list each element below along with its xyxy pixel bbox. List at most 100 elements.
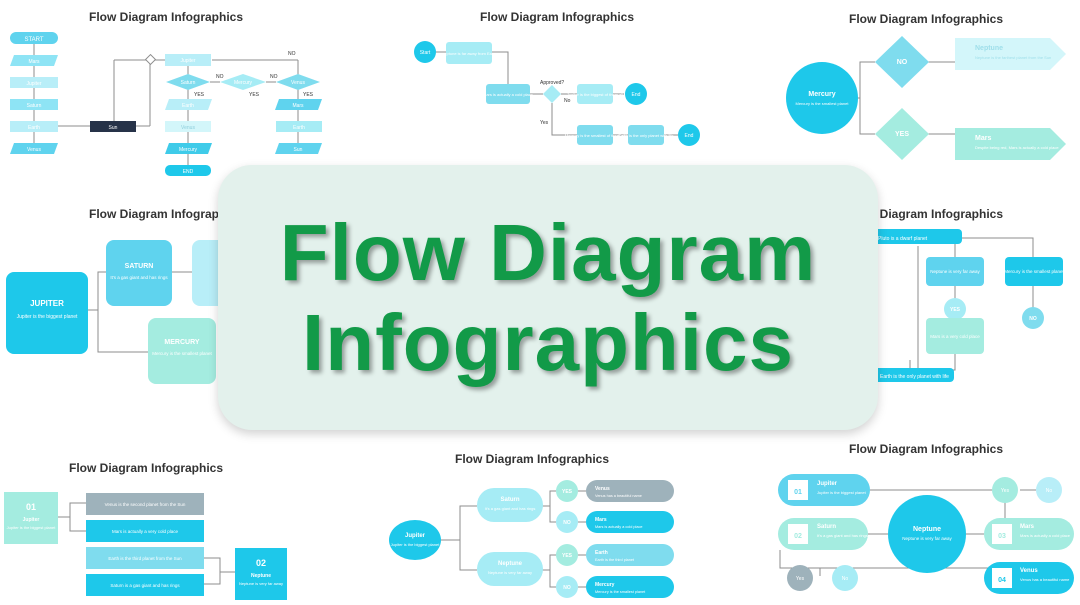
s7-venus-text: Venus has a beautiful name (595, 494, 642, 498)
s1-saturn-decision: Saturn (181, 80, 196, 86)
s8-neptune-title: Neptune (913, 526, 941, 533)
s1-mars2-label: Mars (292, 103, 304, 109)
slide-8: Flow Diagram Infographics 01 Jupiter Jup… (778, 442, 1074, 594)
s1-mercury2-label: Mercury (179, 147, 198, 153)
slide-8-title: Flow Diagram Infographics (849, 442, 1003, 456)
s6-n01: 01 (26, 502, 36, 512)
title-banner: Flow Diagram Infographics (218, 165, 878, 430)
s1-sun2-label: Sun (294, 147, 303, 153)
slide-4-title: Flow Diagram Infographics (89, 207, 243, 221)
s7-neptune-title: Neptune (498, 561, 523, 567)
s7-earth-title: Earth (595, 550, 608, 556)
s3-yes-label: YES (895, 131, 909, 138)
s2-mercury-text: Mercury is the smallest of them all (565, 133, 626, 138)
s8-saturn-text: It's a gas giant and has rings (817, 533, 868, 538)
slide-1-title: Flow Diagram Infographics (89, 10, 243, 24)
s8-jupiter-text: Jupiter is the biggest planet (817, 490, 867, 495)
s6-n02: 02 (256, 558, 266, 568)
s7-neptune-text: Neptune is very far away (488, 570, 532, 575)
s1-yes-label-3: YES (303, 92, 314, 98)
slide-3: Flow Diagram Infographics Mercury Mercur… (786, 12, 1066, 160)
s1-venus-decision: Venus (291, 80, 305, 86)
s6-neptune-text: Neptune is very far away (239, 581, 283, 586)
slide-1: Flow Diagram Infographics START Mars Jup… (10, 10, 322, 176)
s6-jupiter-title: Jupiter (23, 517, 40, 523)
s7-mars-title: Mars (595, 517, 607, 523)
s3-mars-text: Despite being red, Mars is actually a co… (975, 145, 1059, 150)
s1-mars-label: Mars (28, 59, 40, 65)
s6-row-2: Mars is actually a very cold place (112, 529, 179, 534)
slide-6: Flow Diagram Infographics 01 Jupiter Jup… (4, 461, 287, 600)
banner-title-line-2: Infographics (301, 297, 795, 387)
s7-mercury-title: Mercury (595, 582, 615, 588)
slide-2: Flow Diagram Infographics Start Neptune … (414, 10, 700, 146)
s1-venus-label: Venus (27, 147, 41, 153)
s5-mercury-text: Mercury is the smallest planet (1004, 269, 1064, 274)
s1-earth2-label: Earth (182, 103, 194, 109)
s2-mars-text: Mars is actually a cold place (483, 92, 534, 97)
slide-5: Flow Diagram Infographics Pluto is a dwa… (849, 207, 1065, 382)
s4-mercury-text: Mercury is the smallest planet (152, 351, 212, 356)
s2-end-label-2: End (685, 133, 694, 139)
s6-row-4: Saturn is a gas giant and has rings (110, 583, 180, 588)
s8-venus-title: Venus (1020, 568, 1038, 574)
s2-no-label: No (564, 98, 571, 104)
s6-row-1: Venus is the second planet from the Sun (105, 502, 186, 507)
s1-start-node (10, 32, 58, 44)
s7-venus-title: Venus (595, 486, 610, 492)
s8-jupiter-title: Jupiter (817, 481, 838, 487)
s2-earth-text: Earth is the only planet with life (618, 133, 674, 138)
s1-sun-node (90, 121, 136, 132)
slide-6-title: Flow Diagram Infographics (69, 461, 223, 475)
slide-5-title: Flow Diagram Infographics (849, 207, 1003, 221)
s2-end-label-1: End (632, 92, 641, 98)
s1-yes-label-2: YES (249, 92, 260, 98)
s6-jupiter-text: Jupiter is the biggest planet (7, 525, 57, 530)
s1-jupiter-label: Jupiter (26, 81, 41, 87)
s1-earth3-label: Earth (293, 125, 305, 131)
s1-no-label-2: NO (270, 74, 278, 80)
s7-mercury-text: Mercury is the smallest planet (595, 590, 646, 594)
s8-n01: 01 (794, 489, 802, 496)
s4-jupiter-text: Jupiter is the biggest planet (17, 314, 78, 320)
slide-2-title: Flow Diagram Infographics (480, 10, 634, 24)
s1-no-label-1: NO (216, 74, 224, 80)
s8-n03: 03 (998, 533, 1006, 540)
s1-start-label: START (24, 37, 43, 43)
s5-mars-text: Mars is a very cold place (930, 334, 980, 339)
s1-venus2-label: Venus (181, 125, 195, 131)
s1-earth-label: Earth (28, 125, 40, 131)
s8-saturn-title: Saturn (817, 524, 836, 530)
s1-mercury-decision: Mercury (234, 80, 253, 86)
s1-end-label: END (183, 169, 194, 175)
s5-top-text: Pluto is a dwarf planet (878, 236, 928, 242)
s4-jupiter-title: JUPITER (30, 299, 64, 308)
s8-n04: 04 (998, 577, 1006, 584)
s8-no-label-1: No (1046, 488, 1053, 494)
s2-start-label: Start (420, 50, 431, 56)
banner-title-line-1: Flow Diagram (279, 207, 817, 297)
s7-yes-label-2: YES (562, 553, 573, 559)
s5-earth-text: Earth is the only planet with life (880, 374, 949, 380)
s1-no-label-3: NO (288, 51, 296, 57)
s5-yes-label: YES (950, 307, 961, 313)
s3-neptune-text: Neptune is the farthest planet from the … (975, 55, 1051, 60)
s3-mars-title: Mars (975, 135, 991, 142)
s8-mars-text: Mars is actually a cold place (1020, 533, 1071, 538)
s2-neptune-text: Neptune is far away from Earth (441, 51, 496, 56)
s3-no-label: NO (897, 59, 908, 66)
s1-saturn-label: Saturn (27, 103, 42, 109)
slide-4: Flow Diagram Infographics JUPITER Jupite… (6, 207, 243, 384)
s4-saturn-text: It's a gas giant and has rings (110, 275, 168, 280)
s3-neptune-title: Neptune (975, 45, 1003, 52)
s4-saturn-title: SATURN (125, 263, 154, 270)
slide-7: Flow Diagram Infographics Jupiter Jupite… (389, 452, 674, 598)
s7-saturn-text: It's a gas giant and has rings (485, 506, 536, 511)
s8-no-label-2: No (842, 576, 849, 582)
s7-jupiter-text: Jupiter is the biggest planet (391, 542, 441, 547)
s8-yes-label-2: Yes (796, 576, 805, 582)
s5-neptune-text: Neptune is very far away (930, 269, 980, 274)
s1-yes-label-1: YES (194, 92, 205, 98)
s8-n02: 02 (794, 533, 802, 540)
